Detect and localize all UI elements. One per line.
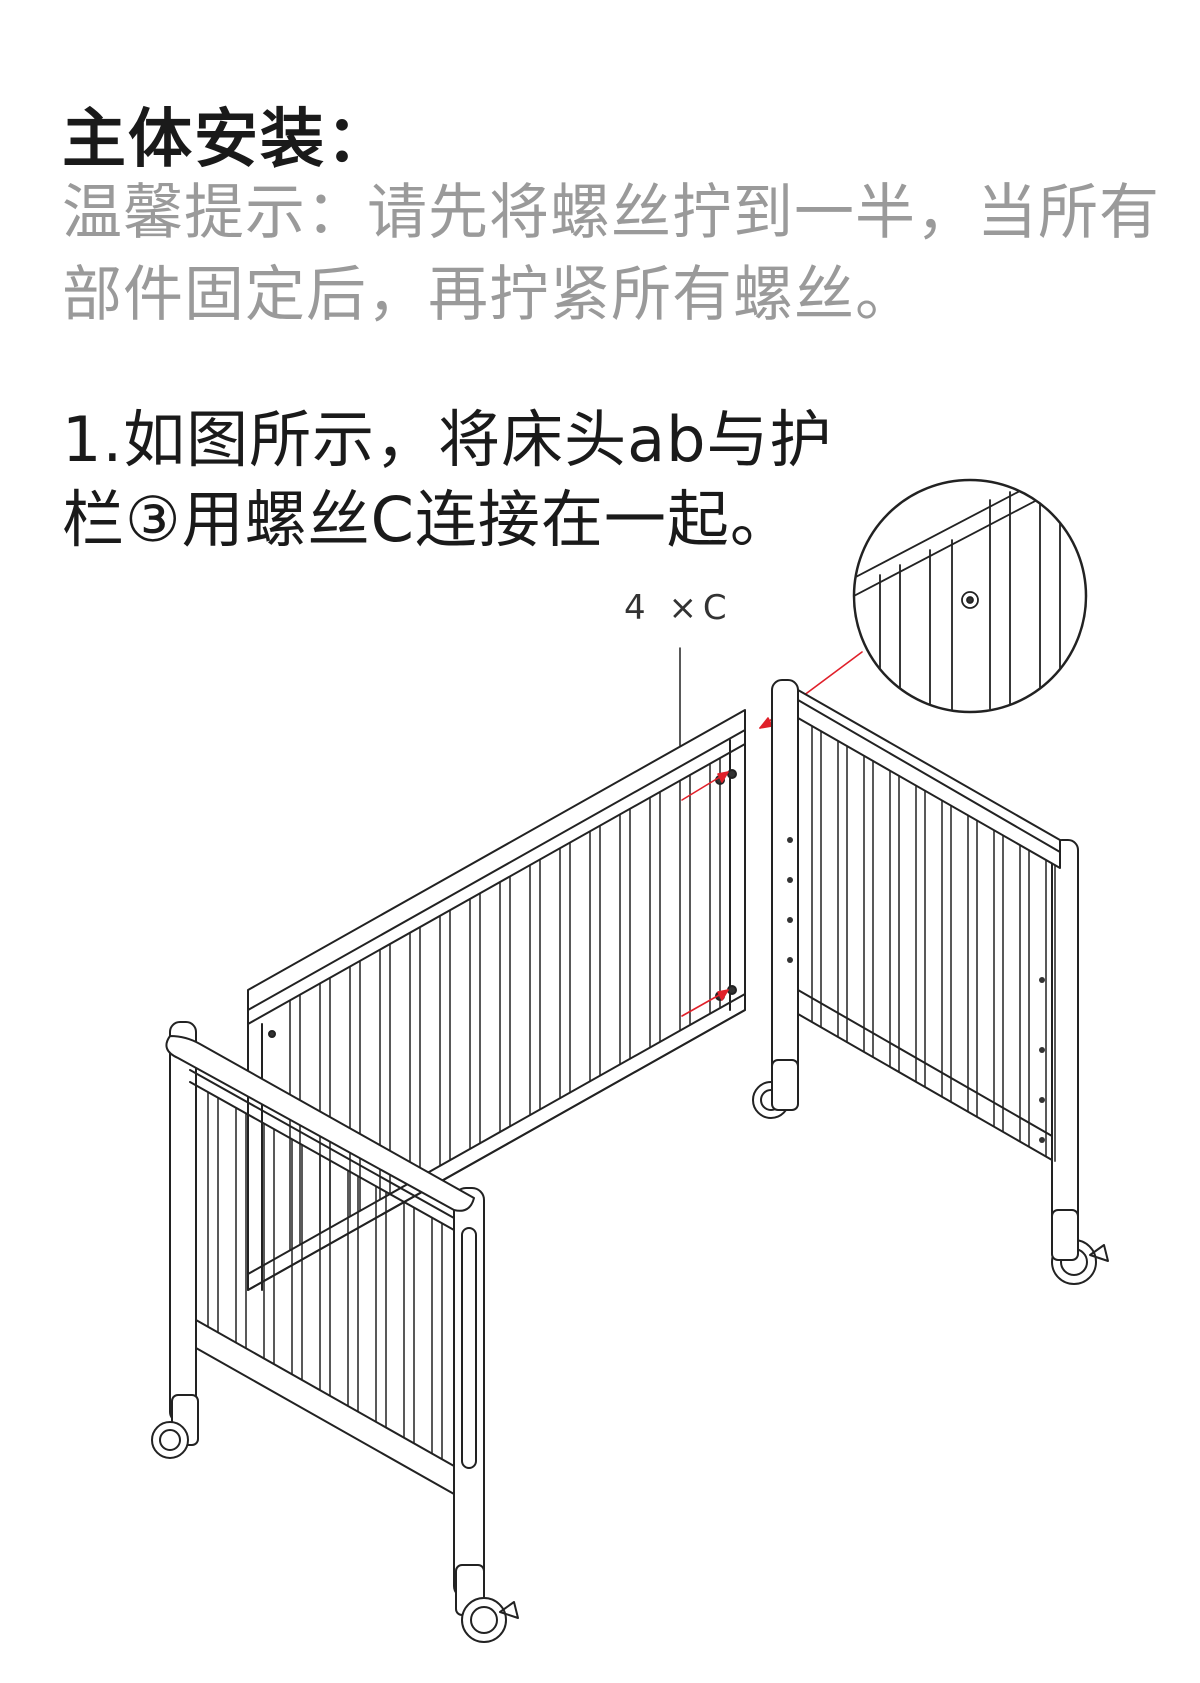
left-footboard <box>165 1021 485 1599</box>
back-side-rail <box>247 709 746 1291</box>
detail-magnifier <box>852 478 1088 714</box>
headboard-holes <box>787 837 1045 1143</box>
hint-text: 温馨提示：请先将螺丝拧到一半，当所有 部件固定后，再拧紧所有螺丝。 <box>62 172 1172 336</box>
hint-line-2: 部件固定后，再拧紧所有螺丝。 <box>62 260 916 330</box>
footboard-slats <box>207 1091 443 1460</box>
step-instruction: 1.如图所示，将床头ab与护 栏③用螺丝C连接在一起。 <box>62 400 833 560</box>
right-wheels <box>752 1059 1109 1285</box>
headboard-slats <box>811 725 1056 1162</box>
screw-count-label: 4 ×C <box>624 588 733 628</box>
section-title: 主体安装： <box>62 103 392 177</box>
step-line-1: 1.如图所示，将床头ab与护 <box>62 403 833 476</box>
hint-line-1: 温馨提示：请先将螺丝拧到一半，当所有 <box>62 178 1160 248</box>
right-headboard <box>771 679 1079 1241</box>
left-wheels <box>151 1394 519 1643</box>
step-line-2: 栏③用螺丝C连接在一起。 <box>62 483 793 556</box>
